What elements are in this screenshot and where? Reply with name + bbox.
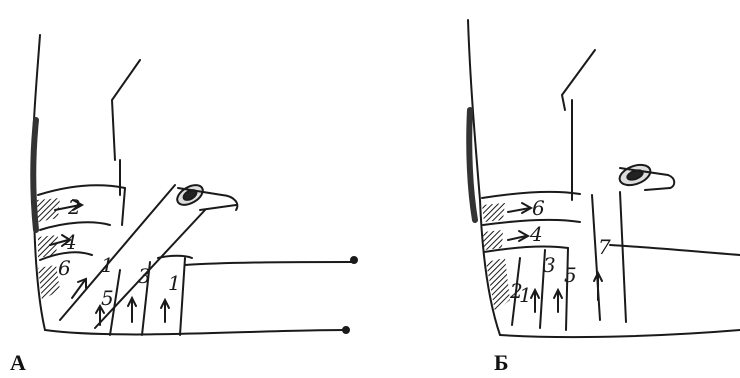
turn-number: 4 — [63, 230, 77, 254]
panel-a-drawing — [33, 35, 357, 335]
panel-b-label: Б — [494, 350, 509, 376]
turn-number: 2 — [509, 279, 523, 303]
turn-number: 3 — [543, 253, 556, 277]
turn-number: 6 — [58, 256, 71, 280]
turn-number: 4 — [529, 222, 543, 246]
panel-b-drawing — [468, 20, 740, 337]
turn-number: 3 — [138, 264, 151, 288]
turn-number: 5 — [564, 263, 577, 287]
turn-number: 5 — [101, 286, 114, 310]
turn-number: 7 — [598, 235, 611, 259]
turn-number: 2 — [67, 195, 81, 219]
panel-a-label: А — [10, 350, 26, 376]
turn-number: 1 — [168, 271, 181, 295]
turn-number: 1 — [101, 253, 114, 277]
turn-number: 6 — [532, 196, 545, 220]
